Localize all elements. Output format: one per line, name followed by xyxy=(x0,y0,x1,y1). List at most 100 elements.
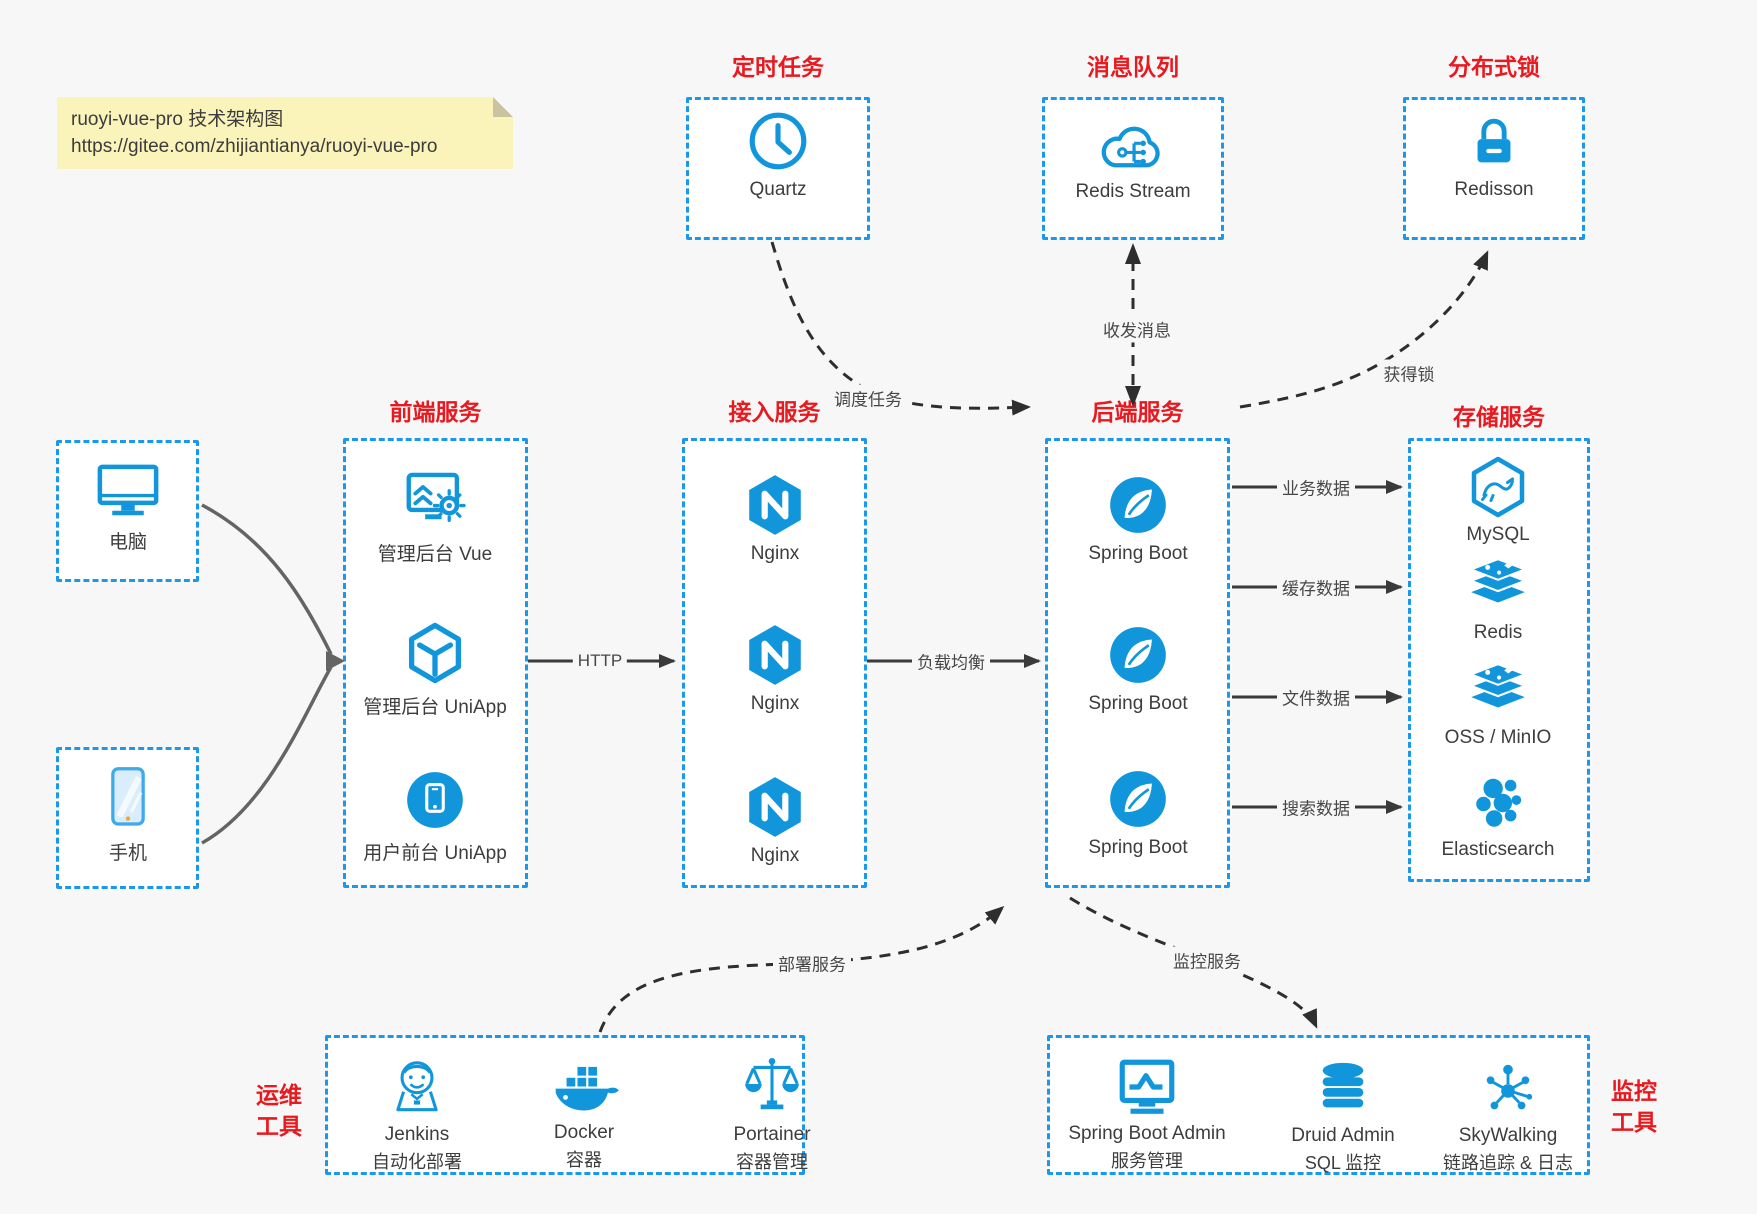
clock-icon xyxy=(749,112,807,170)
lock-edge-label: 获得锁 xyxy=(1378,359,1440,387)
admin-uniapp-label: 管理后台 UniApp xyxy=(363,697,507,718)
title-ops-tools: 运维工具 xyxy=(256,1082,302,1139)
pc-item: 电脑 xyxy=(58,459,198,554)
spring-icon xyxy=(1110,771,1166,827)
schedule-task-curve xyxy=(770,241,1031,416)
redis-item: Redis xyxy=(1413,557,1583,644)
docker-label: Docker xyxy=(553,1122,615,1143)
layer-stack-icon xyxy=(1468,558,1528,603)
deploy-edge-label: 部署服务 xyxy=(773,949,851,977)
nginx-item: Nginx xyxy=(690,472,860,565)
phone-item: 手机 xyxy=(58,763,198,865)
scales-icon xyxy=(745,1057,799,1110)
quartz-item: Quartz xyxy=(693,108,863,201)
nginx-label: Nginx xyxy=(750,543,800,564)
user-uniapp-item: 用户前台 UniApp xyxy=(350,767,520,865)
search-data-edge-label: 搜索数据 xyxy=(1277,793,1355,821)
pc-label: 电脑 xyxy=(108,532,147,553)
quartz-label: Quartz xyxy=(749,179,807,200)
jenkins-desc: 自动化部署 xyxy=(372,1152,462,1172)
skywalking-item: SkyWalking 链路追踪 & 日志 xyxy=(1408,1058,1608,1175)
title-distributed-lock: 分布式锁 xyxy=(1448,54,1540,80)
nginx-icon xyxy=(749,777,801,837)
admin-vue-label: 管理后台 Vue xyxy=(377,544,493,565)
database-icon xyxy=(1322,1062,1364,1108)
schedule-edge-label: 调度任务 xyxy=(829,384,907,412)
message-up-arrowhead xyxy=(1125,243,1141,264)
file-data-edge-label: 文件数据 xyxy=(1277,683,1355,711)
spring-boot-item: Spring Boot xyxy=(1053,472,1223,565)
uniapp-cube-icon xyxy=(408,622,462,684)
jenkins-icon xyxy=(396,1061,438,1112)
desktop-icon xyxy=(97,464,159,516)
skywalking-label: SkyWalking xyxy=(1458,1125,1558,1146)
nginx-label: Nginx xyxy=(750,693,800,714)
title-frontend-services: 前端服务 xyxy=(389,399,482,425)
smartphone-icon xyxy=(111,767,145,826)
load-balance-edge-label: 负载均衡 xyxy=(912,647,990,675)
spring-boot-admin-item: Spring Boot Admin 服务管理 xyxy=(1047,1056,1247,1173)
title-storage-services: 存储服务 xyxy=(1453,404,1545,430)
spring-boot-admin-label: Spring Boot Admin xyxy=(1068,1123,1226,1144)
mysql-item: MySQL xyxy=(1413,455,1583,546)
mysql-icon xyxy=(1471,456,1525,518)
spring-boot-label: Spring Boot xyxy=(1088,837,1188,858)
spring-boot-label: Spring Boot xyxy=(1088,543,1188,564)
oss-minio-label: OSS / MinIO xyxy=(1444,727,1552,748)
druid-admin-item: Druid Admin SQL 监控 xyxy=(1243,1058,1443,1175)
nginx-icon xyxy=(749,475,801,535)
spring-boot-admin-desc: 服务管理 xyxy=(1111,1151,1183,1171)
note-url: https://gitee.com/zhijiantianya/ruoyi-vu… xyxy=(71,136,438,157)
druid-admin-label: Druid Admin xyxy=(1291,1125,1395,1146)
nginx-icon xyxy=(749,625,801,685)
redis-stream-label: Redis Stream xyxy=(1075,181,1191,202)
mysql-label: MySQL xyxy=(1466,524,1530,545)
title-scheduled-tasks: 定时任务 xyxy=(732,54,824,80)
layer-stack-icon xyxy=(1468,663,1528,708)
druid-admin-desc: SQL 监控 xyxy=(1304,1153,1382,1173)
admin-vue-item: 管理后台 Vue xyxy=(350,464,520,566)
spring-icon xyxy=(1110,627,1166,683)
portainer-desc: 容器管理 xyxy=(736,1152,808,1172)
elasticsearch-icon xyxy=(1476,778,1522,827)
docker-item: Docker 容器 xyxy=(494,1056,674,1172)
scheduled-tasks-box xyxy=(686,97,870,240)
redisson-label: Redisson xyxy=(1454,179,1534,200)
jenkins-item: Jenkins 自动化部署 xyxy=(327,1053,507,1174)
cloud-stream-icon xyxy=(1101,126,1160,168)
docker-desc: 容器 xyxy=(566,1150,602,1170)
phone-label: 手机 xyxy=(108,843,147,864)
redis-label: Redis xyxy=(1473,622,1523,643)
spring-boot-item: Spring Boot xyxy=(1053,766,1223,859)
elasticsearch-label: Elasticsearch xyxy=(1441,839,1555,860)
nginx-label: Nginx xyxy=(750,845,800,866)
nginx-item: Nginx xyxy=(690,622,860,715)
spring-boot-item: Spring Boot xyxy=(1053,622,1223,715)
cache-data-edge-label: 缓存数据 xyxy=(1277,573,1355,601)
title-monitoring-tools: 监控工具 xyxy=(1611,1078,1657,1135)
network-nodes-icon xyxy=(1486,1064,1533,1110)
biz-data-edge-label: 业务数据 xyxy=(1277,473,1355,501)
ops-tools-box xyxy=(325,1035,805,1175)
lock-icon xyxy=(1477,118,1511,163)
portainer-label: Portainer xyxy=(733,1124,811,1145)
sticky-note: ruoyi-vue-pro 技术架构图 https://gitee.com/zh… xyxy=(57,97,513,169)
spring-icon xyxy=(1110,477,1166,533)
docker-whale-icon xyxy=(555,1066,619,1111)
redis-stream-item: Redis Stream xyxy=(1048,116,1218,203)
spring-boot-label: Spring Boot xyxy=(1088,693,1188,714)
phone-circle-icon xyxy=(407,772,463,828)
device-merge-arrow xyxy=(201,503,333,845)
redisson-item: Redisson xyxy=(1409,112,1579,201)
message-edge-label: 收发消息 xyxy=(1098,315,1176,343)
message-queue-box xyxy=(1042,97,1224,240)
admin-uniapp-item: 管理后台 UniApp xyxy=(350,619,520,719)
acquire-lock-curve xyxy=(1239,250,1489,409)
http-edge-label: HTTP xyxy=(572,650,628,672)
nginx-item: Nginx xyxy=(690,774,860,867)
oss-minio-item: OSS / MinIO xyxy=(1413,662,1583,749)
note-fold-corner xyxy=(493,97,513,117)
title-message-queue: 消息队列 xyxy=(1087,54,1179,80)
user-uniapp-label: 用户前台 UniApp xyxy=(363,843,507,864)
